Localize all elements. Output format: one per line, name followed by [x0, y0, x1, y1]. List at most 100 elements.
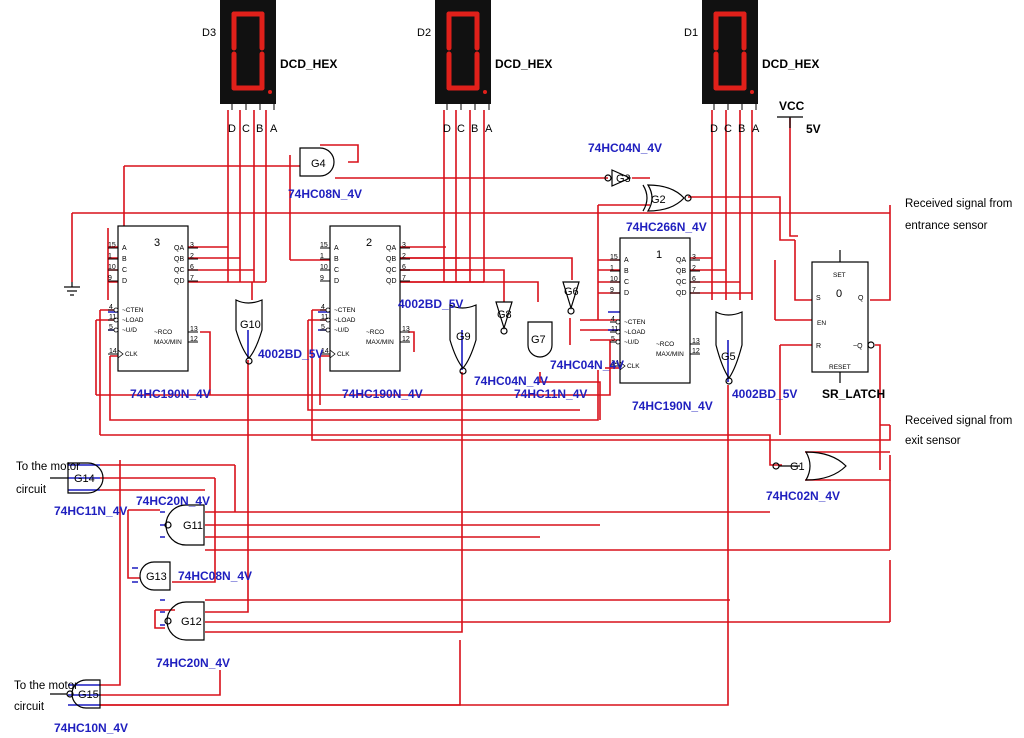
- pin-label: ~LOAD: [122, 317, 144, 324]
- wires: [71, 110, 891, 706]
- pin-label: MAX/MIN: [656, 351, 684, 358]
- pin-number: 1: [610, 265, 614, 272]
- gate-g15: G15 74HC10N_4V: [50, 679, 128, 735]
- gate-ref: G14: [74, 473, 95, 485]
- counter-part: 74HC190N_4V: [342, 387, 423, 401]
- pin-number: 11: [611, 326, 618, 333]
- gate-g8: G8 74HC04N_4V: [474, 301, 548, 388]
- display-pin-label: D: [710, 123, 718, 135]
- inverting-pin: [113, 327, 119, 333]
- display-pin-label: C: [724, 123, 732, 135]
- vcc-label: VCC: [779, 99, 805, 113]
- pin-label: ~RCO: [656, 341, 674, 348]
- pin-letter: QB: [174, 256, 184, 263]
- gate-g6: G6 74HC04N_4V: [550, 281, 624, 372]
- gate-ref: G13: [146, 571, 167, 583]
- latch-state: 0: [836, 288, 842, 300]
- gate-ref: G5: [721, 351, 736, 363]
- display-pin-label: A: [752, 123, 760, 135]
- pin-letter: QB: [386, 256, 396, 263]
- inverting-pin: [615, 339, 621, 345]
- pin-number: 1: [108, 253, 112, 260]
- gate-ref: G1: [790, 461, 805, 473]
- pin-number: 12: [692, 348, 700, 355]
- display-pin-label: C: [242, 123, 250, 135]
- counter-number: 3: [154, 237, 160, 249]
- pin-number: 5: [611, 336, 615, 343]
- pin-label: ~LOAD: [334, 317, 356, 324]
- notes: Received signal from entrance sensor Rec…: [14, 198, 1012, 713]
- gate-g1: G1 74HC02N_4V: [766, 451, 847, 503]
- gate-part: 4002BD_5V: [258, 347, 323, 361]
- display-type: DCD_HEX: [762, 57, 819, 71]
- pin-label: ~RCO: [154, 329, 172, 336]
- gate-g13: G13 74HC08N_4V: [139, 561, 252, 591]
- display-dot: [483, 90, 487, 94]
- pin-letter: D: [334, 278, 339, 285]
- display-pin-label: B: [471, 123, 478, 135]
- inverting-pin: [325, 307, 331, 313]
- gate-g4: G4 74HC08N_4V: [288, 147, 362, 201]
- pin-letter: C: [334, 267, 339, 274]
- gate-part: 74HC10N_4V: [54, 721, 128, 735]
- pin-number: 14: [611, 360, 619, 367]
- pin-letter: C: [122, 267, 127, 274]
- pin-label: ~U/D: [334, 327, 349, 334]
- pin-letter: A: [624, 257, 629, 264]
- g9-part-label: 4002BD_5V: [398, 297, 463, 311]
- display-pin-label: D: [443, 123, 451, 135]
- gate-g9: G9: [449, 304, 477, 375]
- pin-number: 5: [109, 324, 113, 331]
- pin-number: 13: [402, 326, 410, 333]
- pin-letter: QB: [676, 268, 686, 275]
- gate-part: 74HC11N_4V: [54, 504, 127, 518]
- logic-gates: G4 74HC08N_4V G3 74HC04N_4V G2 74HC266N_…: [50, 141, 847, 735]
- gate-g3: G3 74HC04N_4V: [588, 141, 662, 187]
- entrance-note-line2: entrance sensor: [905, 220, 988, 232]
- vcc-value: 5V: [806, 122, 821, 136]
- pin-letter: C: [624, 279, 629, 286]
- counter-body: [329, 225, 401, 372]
- inverting-pin: [615, 329, 621, 335]
- pin-number: 3: [402, 242, 406, 249]
- counter-part: 74HC190N_4V: [632, 399, 713, 413]
- gate-ref: G3: [616, 173, 631, 185]
- counter-body: [619, 237, 691, 384]
- pin-number: 13: [190, 326, 198, 333]
- pin-label: ~U/D: [624, 339, 639, 346]
- pin-label: CLK: [627, 363, 640, 370]
- pin-number: 7: [402, 275, 406, 282]
- pin-number: 3: [190, 242, 194, 249]
- counter-number: 1: [656, 249, 662, 261]
- pin-number: 13: [692, 338, 700, 345]
- pin-label: ~LOAD: [624, 329, 646, 336]
- gate-part: 74HC11N_4V: [514, 387, 587, 401]
- pin-number: 7: [190, 275, 194, 282]
- pin-number: 15: [320, 242, 328, 249]
- gate-g10: G10 4002BD_5V: [235, 299, 323, 365]
- pin-number: 11: [109, 314, 116, 321]
- gate-part: 74HC04N_4V: [550, 358, 624, 372]
- motor2-note-line2: circuit: [14, 701, 45, 713]
- pin-label: MAX/MIN: [154, 339, 182, 346]
- pin-number: 14: [321, 348, 329, 355]
- pin-label: ~CTEN: [624, 319, 646, 326]
- gate-ref: G4: [311, 158, 326, 170]
- pin-number: 6: [692, 276, 696, 283]
- ground-icon: [64, 282, 80, 296]
- pin-number: 9: [320, 275, 324, 282]
- entrance-note-line1: Received signal from: [905, 198, 1012, 210]
- gate-ref: G11: [183, 520, 203, 532]
- pin-number: 1: [320, 253, 324, 260]
- gate-ref: G7: [531, 334, 546, 346]
- pin-number: 7: [692, 287, 696, 294]
- gate-g2: G2 74HC266N_4V: [626, 184, 707, 234]
- pin-number: 14: [109, 348, 117, 355]
- pin-label: ~CTEN: [334, 307, 356, 314]
- display-type: DCD_HEX: [495, 57, 552, 71]
- inverting-pin: [325, 317, 331, 323]
